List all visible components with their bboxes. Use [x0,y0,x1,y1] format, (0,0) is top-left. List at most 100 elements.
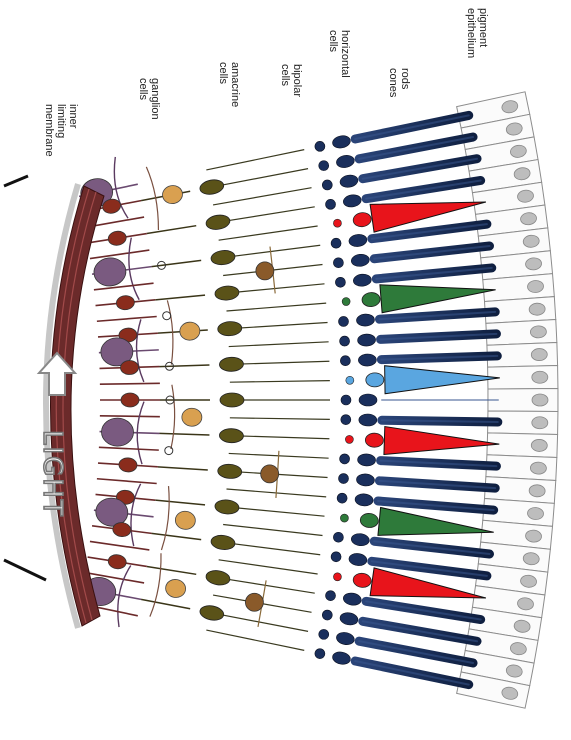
rod-nucleus [339,174,359,189]
amacrine-cell [161,184,184,205]
rod-highlight [355,661,469,685]
rod-highlight [363,159,477,179]
amacrine-process [150,553,161,616]
rod-nucleus [348,233,367,247]
cone-body [352,572,372,588]
svg-text:rods: rods [399,68,411,90]
rod-synapse [341,395,351,405]
svg-text:ganglion: ganglion [149,78,161,120]
label-inner-limiting-membrane: inner limiting membrane [43,104,79,157]
label-ganglion-cells: ganglion cells [137,78,161,120]
ganglion-axon [90,250,149,258]
cone-synapse [340,514,348,522]
bipolar-axon [141,599,190,608]
rod-nucleus [339,611,359,626]
ganglion-cell-large [92,256,127,288]
photoreceptor-axon [225,507,325,516]
cone-red [384,427,499,455]
rod-synapse [319,629,329,639]
svg-text:horizontal: horizontal [339,30,351,78]
photoreceptor-layer [315,115,500,684]
rod-nucleus [359,414,377,426]
cone-synapse [333,219,341,227]
ganglion-axon [90,541,149,549]
bipolar-cell [214,285,239,301]
ganglion-axon [97,479,157,484]
light-label: LIGHT [37,430,67,518]
cone-body [352,211,372,227]
ganglion-axon [100,383,160,384]
cone-synapse [345,435,353,443]
bipolar-axon [158,467,208,470]
ganglion-axon [99,447,159,450]
bipolar-cell [219,357,243,372]
amacrine-cell [182,408,202,426]
bipolar-axon [147,226,196,234]
epithelium-nucleus [532,417,548,429]
ganglion-cell-small [121,393,139,407]
rod-synapse [340,454,350,464]
rod-highlight [363,621,477,641]
photoreceptor-axon [206,150,304,170]
svg-text:cells: cells [279,64,291,87]
cone-body [362,292,381,307]
bipolar-axon [155,500,205,505]
epithelium-nucleus [530,325,547,338]
label-horizontal-cells: horizontal cells [327,30,351,78]
rod-synapse [322,610,332,620]
cone-body [360,513,379,529]
photoreceptor-axon [206,630,304,650]
rod-synapse [319,161,329,171]
rod-synapse [322,180,332,190]
bipolar-axon [152,533,202,539]
svg-text:inner: inner [67,104,79,129]
svg-text:cones: cones [387,68,399,98]
rod-synapse [340,356,350,366]
svg-text:limiting: limiting [55,104,67,138]
amacrine-cell [179,322,200,341]
rod-nucleus [331,134,351,149]
photoreceptor-axon [213,188,311,205]
rod-nucleus [355,493,374,506]
rod-synapse [337,493,347,503]
rod-nucleus [342,194,362,209]
bipolar-axon [152,260,202,266]
photoreceptor-axon [229,342,329,347]
amacrine-process [171,385,175,449]
rod-synapse [331,238,341,248]
ganglion-cell-small [116,295,135,311]
photoreceptor-axon [229,361,329,364]
rod-nucleus [348,552,367,566]
bipolar-axon [159,365,209,367]
photoreceptor-axon [229,436,329,439]
rod-synapse [315,141,325,151]
rod-synapse [326,199,336,209]
ganglion-cell-small [107,553,127,570]
epithelium-nucleus [532,394,548,406]
rod-nucleus [358,354,376,367]
bipolar-cell [199,178,225,196]
svg-text:bipolar: bipolar [291,64,303,97]
photoreceptor-axon [219,226,318,240]
svg-text:cells: cells [217,62,229,85]
rod-synapse [333,532,343,542]
label-amacrine-cells: amacrine cells [217,62,241,107]
rod-nucleus [351,253,370,267]
neuron-connections-layer [79,150,330,651]
ganglion-cell-small [107,230,127,247]
horizontal-cell [256,262,274,280]
bipolar-cell [205,213,231,231]
bipolar-axon [155,295,205,300]
bipolar-cell [217,321,242,336]
bipolar-cell [210,249,236,266]
rod-synapse [339,474,349,484]
photoreceptor-axon [230,381,330,383]
rod-nucleus [356,473,375,486]
bipolar-cell [205,569,231,587]
ganglion-cell-large [101,418,134,447]
epithelium-nucleus [532,371,548,383]
rod-highlight [355,115,469,139]
cone-synapse [342,298,350,306]
photoreceptor-axon [210,169,308,188]
rod-highlight [359,641,473,663]
